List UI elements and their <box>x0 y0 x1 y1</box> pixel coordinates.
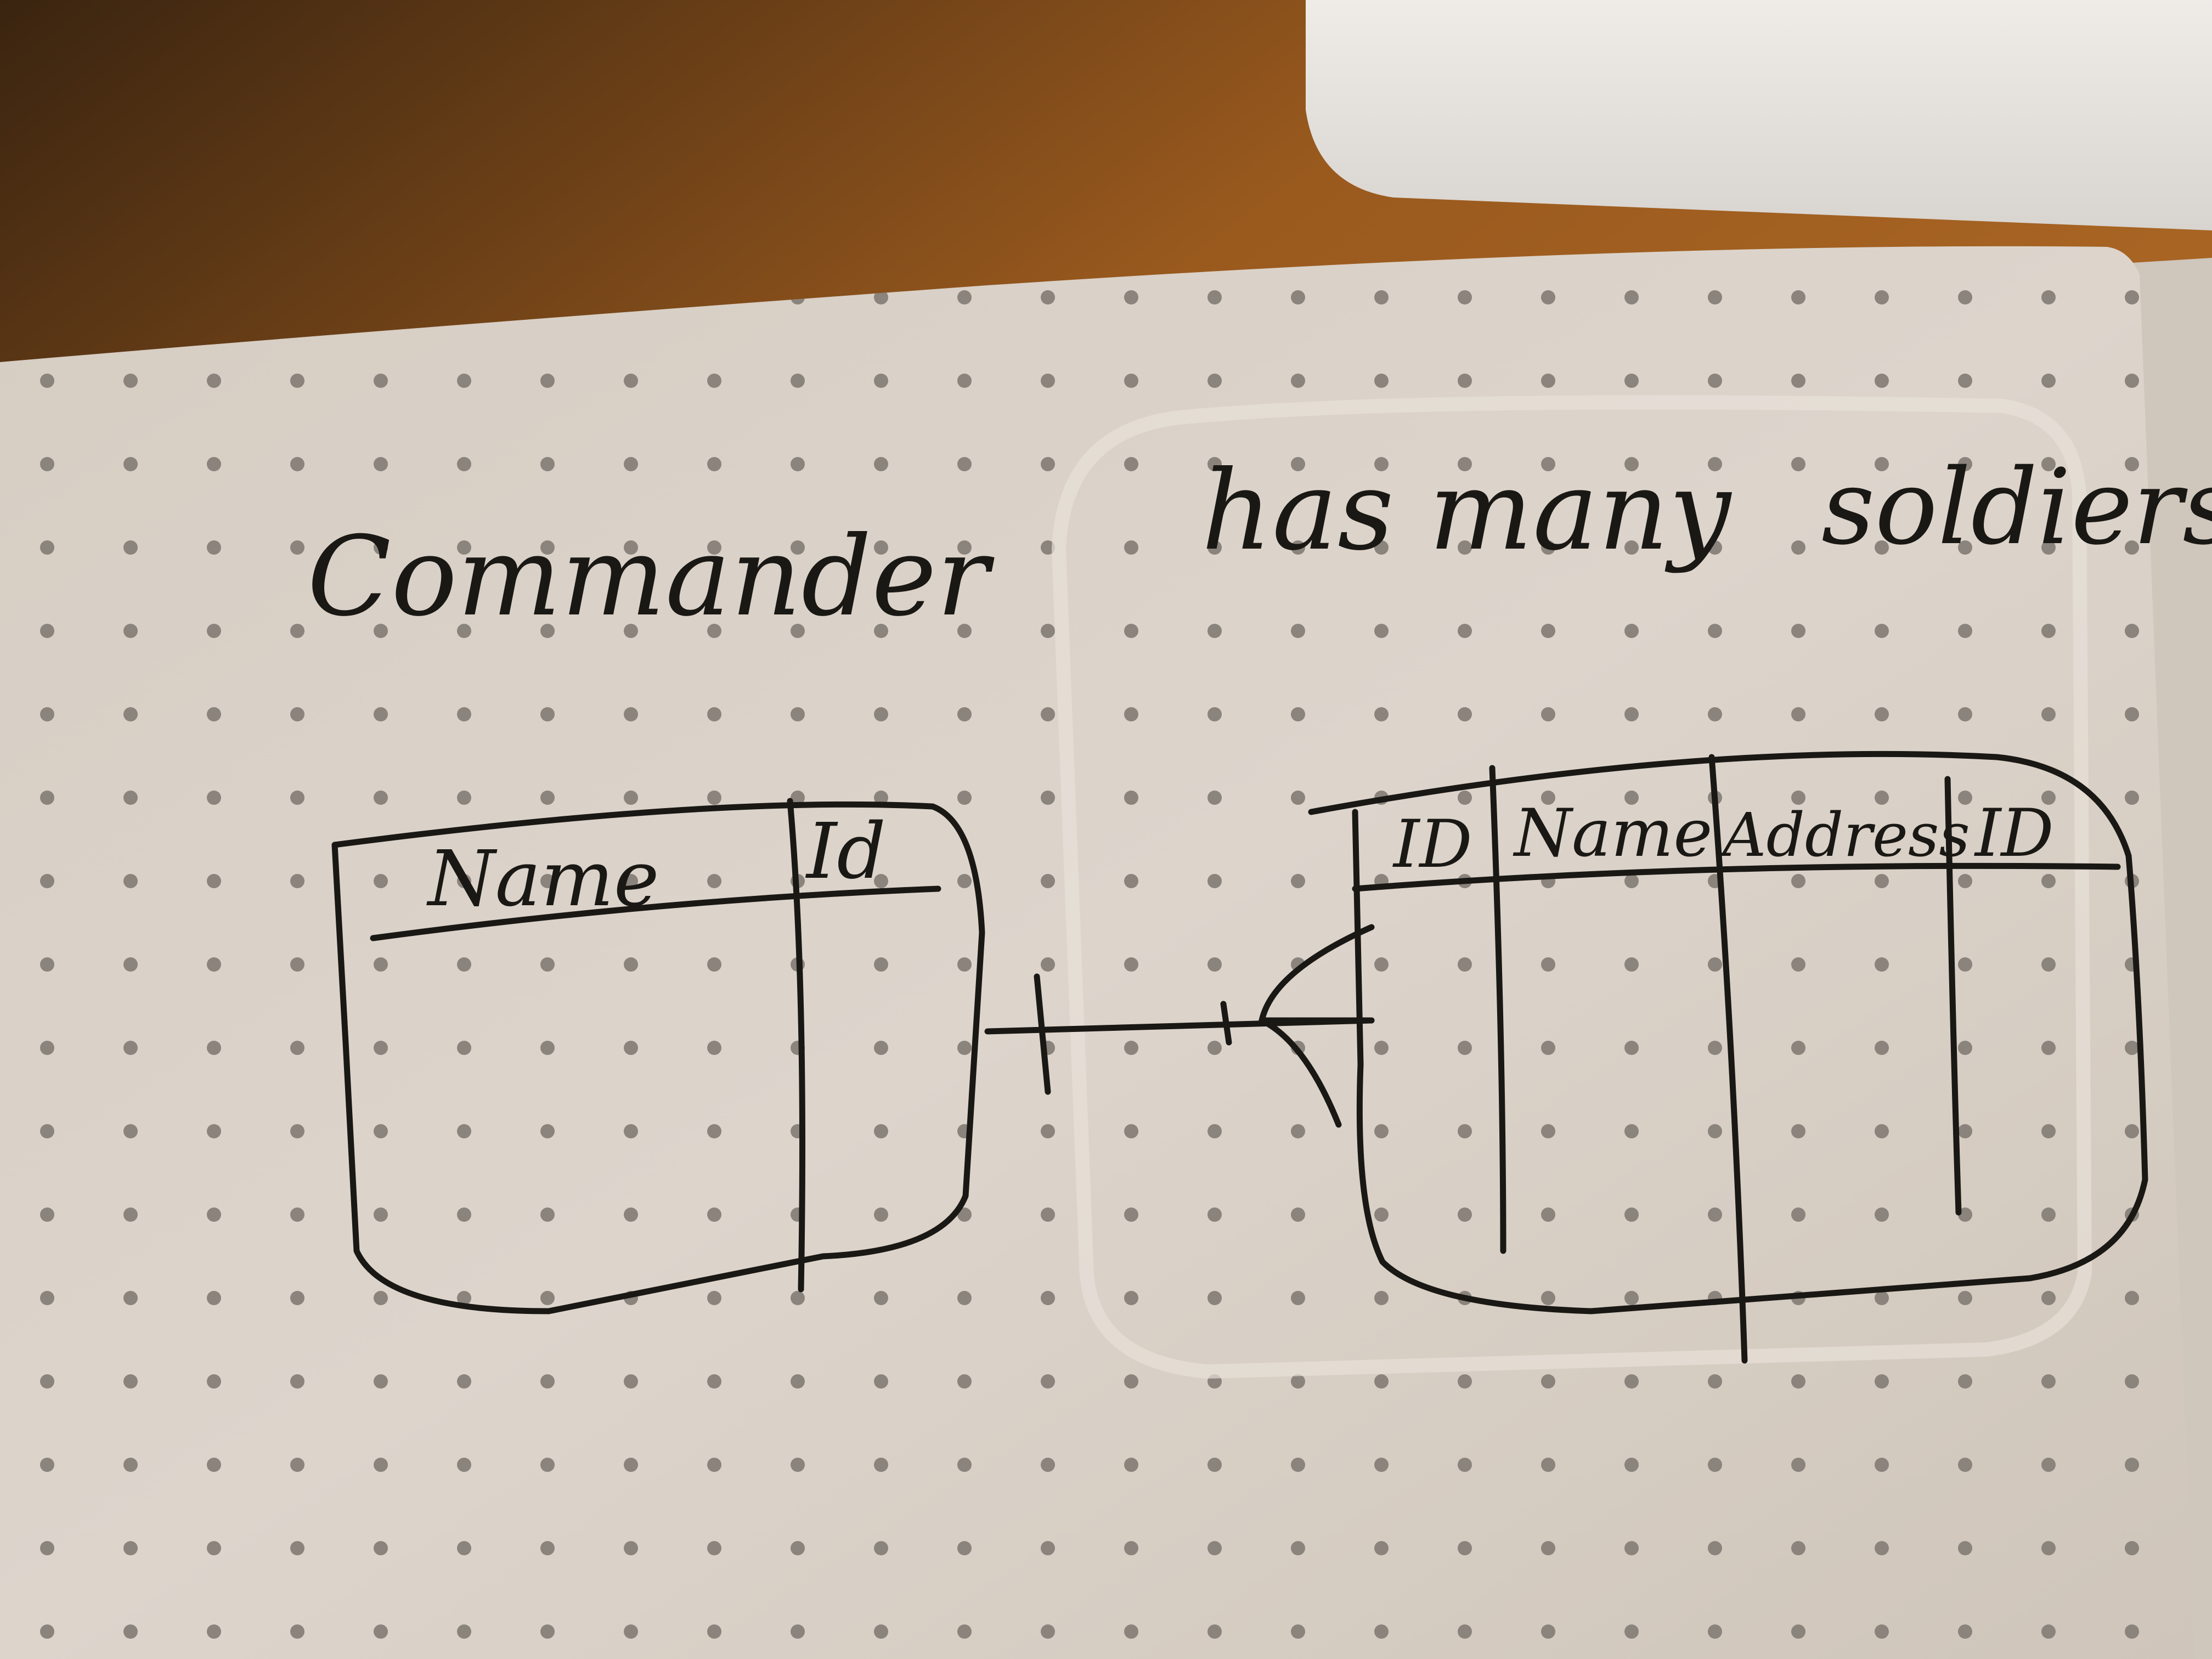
soldier-col-id-2: ID <box>1974 795 2054 872</box>
relationship-connector <box>984 924 1375 1128</box>
soldier-col-id: ID <box>1392 806 1472 883</box>
title-middle: has many <box>1201 447 1733 575</box>
commander-col-name: Name <box>426 834 659 924</box>
commander-col-id: Id <box>805 807 886 896</box>
soldier-col-address: Address <box>1718 800 1970 870</box>
soldier-table-outline <box>1308 751 2148 1314</box>
title-left: Commander <box>307 513 995 641</box>
commander-table <box>331 798 985 1314</box>
soldier-divider-2 <box>1708 754 1748 1364</box>
page-impression <box>1051 395 2092 1379</box>
commander-header-divider <box>370 885 941 941</box>
soldier-table <box>1308 751 2148 1364</box>
commander-table-outline <box>331 801 985 1314</box>
commander-column-divider <box>787 798 805 1293</box>
soldier-divider-3 <box>1944 776 1962 1216</box>
many-bar <box>1220 1001 1232 1046</box>
laptop-corner <box>1306 0 2212 230</box>
soldier-divider-1 <box>1489 765 1506 1254</box>
title-right: soldiers <box>1821 447 2212 568</box>
soldier-col-name: Name <box>1513 795 1712 872</box>
one-bar <box>1034 973 1051 1095</box>
